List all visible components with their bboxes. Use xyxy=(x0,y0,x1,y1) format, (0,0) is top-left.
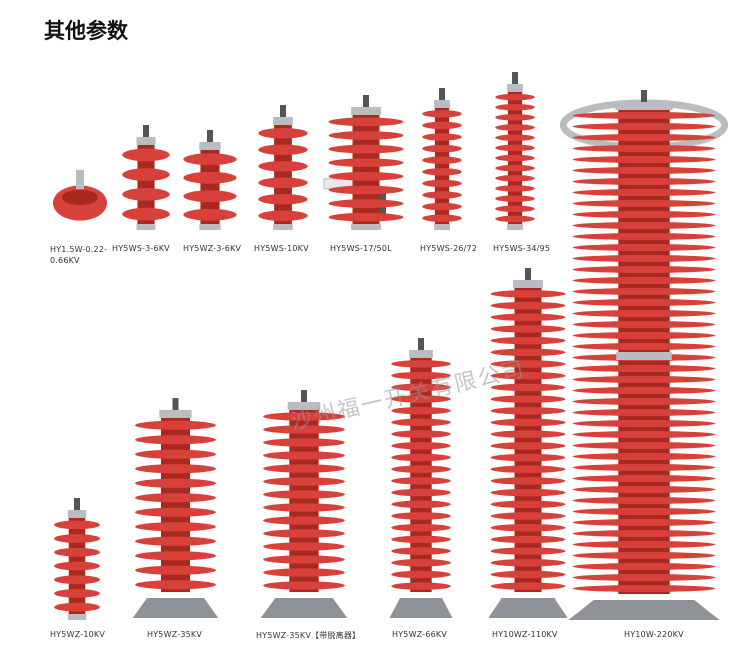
product-label-hy5ws-10kv: HY5WS-10KV xyxy=(254,244,309,253)
arrester-image xyxy=(420,88,464,230)
product-label-hy5ws-26-72: HY5WS-26/72 xyxy=(420,244,478,253)
product-label-hy5wz-10kv: HY5WZ-10KV xyxy=(50,630,106,639)
arrester-drawing xyxy=(495,72,535,230)
arrester-image xyxy=(386,338,456,620)
arrester-image xyxy=(493,72,537,230)
arrester-drawing xyxy=(122,125,170,230)
arrester-drawing xyxy=(53,170,107,221)
arrester-image xyxy=(484,268,572,620)
arrester-image xyxy=(50,498,104,620)
arrester-image xyxy=(128,398,223,620)
arrester-image xyxy=(50,170,110,225)
product-label-hy5ws-17-50l: HY5WS-17/50L xyxy=(330,244,392,253)
product-label-hy1-5w: HY1.5W-0.22-0.66KV xyxy=(50,245,108,265)
arrester-drawing xyxy=(560,90,728,620)
arrester-image xyxy=(256,390,352,620)
arrester-drawing xyxy=(132,398,219,618)
arrester-image xyxy=(118,125,174,230)
product-label-hy5ws-34-95: HY5WS-34/95 xyxy=(493,244,551,253)
product-label-hy5wz-35kv: HY5WZ-35KV xyxy=(147,630,203,639)
arrester-drawing xyxy=(260,390,348,618)
arrester-drawing xyxy=(258,105,308,230)
product-label-hy10w-220kv: HY10W-220KV xyxy=(624,630,684,639)
product-label-hy5wz-66kv: HY5WZ-66KV xyxy=(392,630,448,639)
product-label-hy10wz-110kv: HY10WZ-110KV xyxy=(492,630,558,639)
arrester-image xyxy=(560,70,728,622)
arrester-drawing xyxy=(389,338,453,618)
arrester-image xyxy=(254,105,312,230)
arrester-image xyxy=(322,95,410,230)
arrester-drawing xyxy=(183,130,237,230)
arrester-image xyxy=(182,130,238,230)
product-label-hy5wz-35kv-disconnector: HY5WZ-35KV【带脱离器】 xyxy=(256,631,361,640)
page-title: 其他参数 xyxy=(44,19,128,43)
product-label-hy5wz-3-6kv: HY5WZ-3-6KV xyxy=(183,244,242,253)
arrester-drawing xyxy=(422,88,462,230)
arrester-drawing xyxy=(323,95,404,230)
product-label-hy5ws-3-6kv: HY5WS-3-6KV xyxy=(112,244,170,253)
arrester-drawing xyxy=(488,268,568,618)
arrester-drawing xyxy=(54,498,100,620)
